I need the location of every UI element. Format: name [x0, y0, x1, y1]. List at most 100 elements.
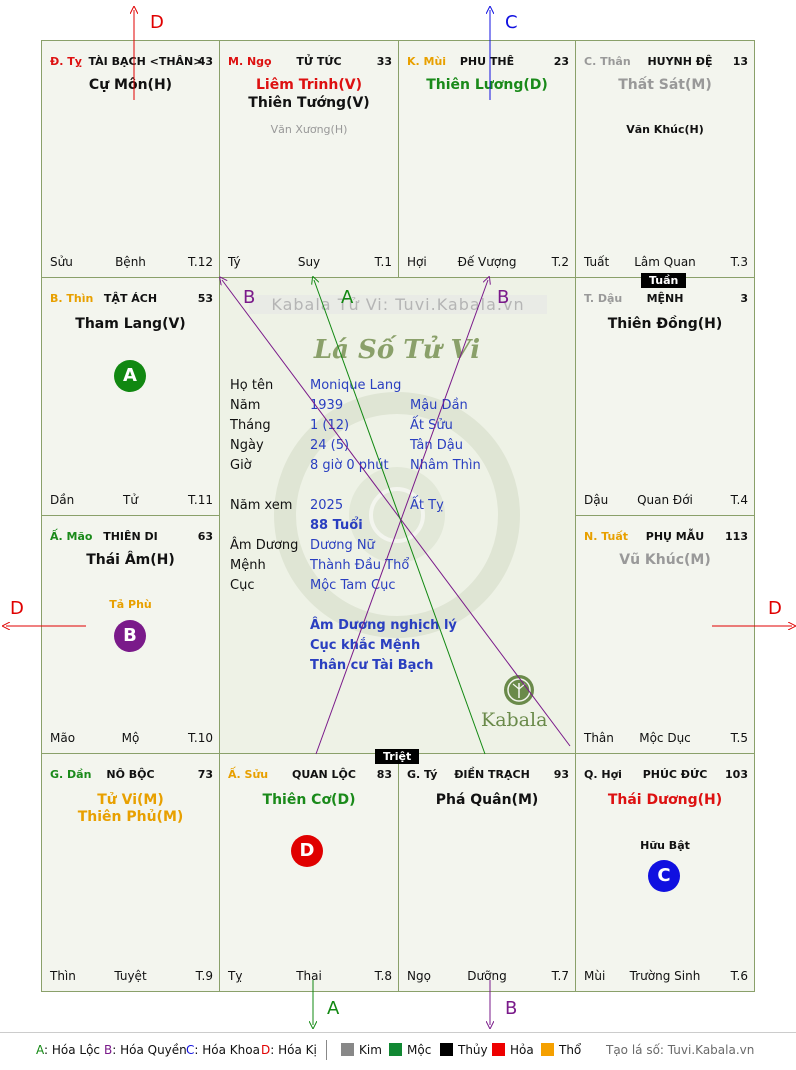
palace-can: B. Thìn — [50, 292, 94, 305]
main-star: Tử Vi(M) — [97, 792, 164, 808]
minor-star: Hữu Bật — [640, 839, 690, 852]
palace-number: 23 — [553, 55, 569, 68]
main-star: Cự Môn(H) — [88, 77, 173, 93]
value-am-duong: Dương Nữ — [310, 538, 375, 553]
palace-branch: Mùi — [584, 969, 606, 983]
palace-branch: Tuất — [584, 255, 610, 269]
label-am-duong: Âm Dương — [230, 538, 299, 553]
main-star: Thất Sát(M) — [618, 77, 712, 93]
palace-can: G. Tý — [407, 768, 438, 781]
legend-bar: A: Hóa Lộc B: Hóa Quyền C: Hóa Khoa D: H… — [0, 1032, 796, 1070]
palace-stage: Tuyệt — [114, 969, 147, 983]
arrow-label-left-d: D — [10, 598, 24, 619]
palace-name: TỬ TỨC — [296, 55, 342, 68]
palace-quan-loc[interactable]: Ấ. Sửu QUAN LỘC 83 Thiên Cơ(D) Tỵ Thai T… — [219, 753, 399, 992]
palace-branch: Tỵ — [228, 969, 243, 983]
value-tuoi: 88 Tuổi — [310, 518, 363, 533]
palace-tieu-han: T.12 — [188, 255, 213, 269]
palace-can: Đ. Tỵ — [50, 55, 82, 68]
label-nam-xem: Năm xem — [230, 498, 293, 513]
palace-phu-the[interactable]: K. Mùi PHU THÊ 23 Thiên Lương(D) Hợi Đế … — [398, 40, 576, 278]
note-cuc-menh: Cục khắc Mệnh — [310, 638, 421, 653]
legend-hoa-quyen: B: Hóa Quyền — [104, 1043, 187, 1057]
palace-stage: Đế Vượng — [457, 255, 517, 269]
hoa-loc-marker: A — [114, 360, 146, 392]
palace-name: QUAN LỘC — [292, 768, 356, 781]
palace-stage: Quan Đới — [637, 493, 693, 507]
legend-hoa-loc: A: Hóa Lộc — [36, 1043, 101, 1057]
palace-can: Ấ. Sửu — [228, 768, 269, 781]
palace-tieu-han: T.8 — [374, 969, 392, 983]
palace-huynh-de[interactable]: C. Thân HUYNH ĐỆ 13 Thất Sát(M) Văn Khúc… — [575, 40, 755, 278]
palace-stage: Mộ — [121, 731, 140, 745]
legend-tho: Thổ — [541, 1043, 581, 1057]
palace-name: THIÊN DI — [103, 530, 158, 543]
palace-name: TẬT ÁCH — [103, 292, 158, 305]
palace-stage: Suy — [297, 255, 321, 269]
palace-number: 113 — [725, 530, 748, 543]
legend-hoa-ki: D: Hóa Kị — [261, 1043, 317, 1057]
palace-no-boc[interactable]: G. Dần NÔ BỘC 73 Tử Vi(M) Thiên Phủ(M) T… — [41, 753, 220, 992]
palace-tieu-han: T.2 — [551, 255, 569, 269]
palace-name: PHU THÊ — [459, 55, 515, 68]
value-nam: 1939 — [310, 398, 344, 413]
palace-stage: Trường Sinh — [629, 969, 701, 983]
palace-stage: Tử — [123, 493, 138, 507]
value-nam-xem-can: Ất Tỵ — [410, 498, 444, 513]
palace-name: ĐIỀN TRẠCH — [454, 768, 530, 781]
palace-tu-tuc[interactable]: M. Ngọ TỬ TỨC 33 Liêm Trinh(V) Thiên Tướ… — [219, 40, 399, 278]
value-nam-can: Mậu Dần — [410, 398, 468, 413]
minor-star: Tả Phù — [109, 598, 152, 611]
value-gio-can: Nhâm Thìn — [410, 458, 481, 473]
main-star: Thiên Tướng(V) — [248, 95, 370, 111]
hoa-khoa-marker: C — [648, 860, 680, 892]
palace-tieu-han: T.9 — [195, 969, 213, 983]
palace-name: PHÚC ĐỨC — [642, 768, 708, 781]
palace-can: K. Mùi — [407, 55, 447, 68]
site-link[interactable]: Tạo lá số: Tuvi.Kabala.vn — [606, 1043, 755, 1057]
palace-menh[interactable]: T. Dậu MỆNH 3 Thiên Đồng(H) Dậu Quan Đới… — [575, 277, 755, 516]
palace-branch: Dần — [50, 493, 75, 507]
hoa-quyen-marker: B — [114, 620, 146, 652]
center-info-panel: Kabala Tử Vi: Tuvi.Kabala.vn Lá Số Tử Vi… — [219, 277, 575, 753]
palace-stage: Mộc Dục — [639, 731, 691, 745]
label-thang: Tháng — [230, 418, 271, 433]
palace-tieu-han: T.4 — [730, 493, 748, 507]
legend-kim: Kim — [341, 1043, 382, 1057]
palace-number: 73 — [197, 768, 213, 781]
hoa-ki-marker: D — [291, 835, 323, 867]
palace-name: TÀI BẠCH <THÂN> — [88, 55, 203, 68]
arrow-label-bottom-a: A — [327, 998, 340, 1019]
palace-tat-ach[interactable]: B. Thìn TẬT ÁCH 53 Tham Lang(V) Dần Tử T… — [41, 277, 220, 516]
legend-hoa-khoa: C: Hóa Khoa — [186, 1043, 260, 1057]
palace-branch: Thìn — [50, 969, 76, 983]
palace-can: N. Tuất — [584, 530, 629, 543]
palace-number: 103 — [725, 768, 748, 781]
palace-tai-bach[interactable]: Đ. Tỵ TÀI BẠCH <THÂN> 43 Cự Môn(H) Sửu B… — [41, 40, 220, 278]
main-star: Thái Dương(H) — [607, 792, 723, 808]
palace-branch: Sửu — [50, 255, 73, 269]
palace-tieu-han: T.7 — [551, 969, 569, 983]
main-star: Thiên Cơ(D) — [262, 792, 356, 808]
label-cuc: Cục — [230, 578, 255, 593]
tuan-marker: Tuần — [641, 273, 687, 288]
palace-stage: Dưỡng — [467, 969, 507, 983]
palace-can: T. Dậu — [584, 292, 623, 305]
palace-tieu-han: T.6 — [730, 969, 748, 983]
palace-name: MỆNH — [646, 292, 684, 305]
palace-dien-trach[interactable]: G. Tý ĐIỀN TRẠCH 93 Phá Quân(M) Ngọ Dưỡn… — [398, 753, 576, 992]
arrow-label-b-tr: B — [497, 287, 510, 308]
palace-branch: Mão — [50, 731, 76, 745]
palace-stage: Thai — [296, 969, 322, 983]
palace-number: 83 — [376, 768, 392, 781]
palace-can: Ấ. Mão — [50, 530, 93, 543]
center-logo: Kabala — [481, 709, 548, 731]
palace-phu-mau[interactable]: N. Tuất PHỤ MẪU 113 Vũ Khúc(M) Thân Mộc … — [575, 515, 755, 754]
label-ngay: Ngày — [230, 438, 264, 453]
palace-number: 53 — [197, 292, 213, 305]
value-ngay: 24 (5) — [310, 438, 350, 453]
value-thang: 1 (12) — [310, 418, 350, 433]
legend-thuy: Thủy — [440, 1043, 488, 1057]
palace-tieu-han: T.10 — [188, 731, 213, 745]
legend-moc: Mộc — [389, 1043, 431, 1057]
